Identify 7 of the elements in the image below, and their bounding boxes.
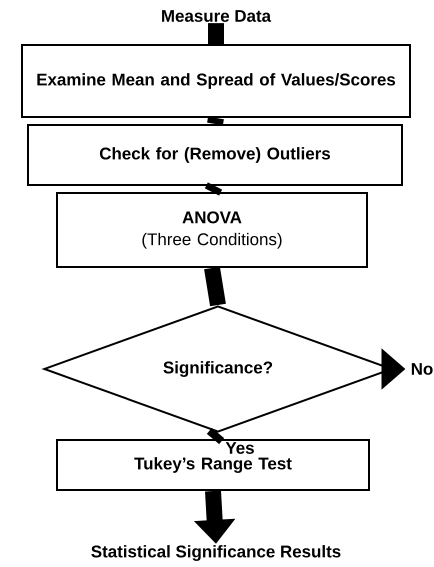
edge-label: Yes bbox=[224, 441, 256, 455]
text-label: Measure Data bbox=[162, 10, 272, 22]
text-label: Statistical Significance Results bbox=[91, 545, 340, 561]
process-box: Examine Mean and Spread of Values/Scores bbox=[21, 44, 411, 118]
process-box: Check for (Remove) Outliers bbox=[27, 124, 403, 186]
text-label: No bbox=[412, 363, 433, 375]
process-box: ANOVA (Three Conditions) bbox=[56, 192, 368, 268]
